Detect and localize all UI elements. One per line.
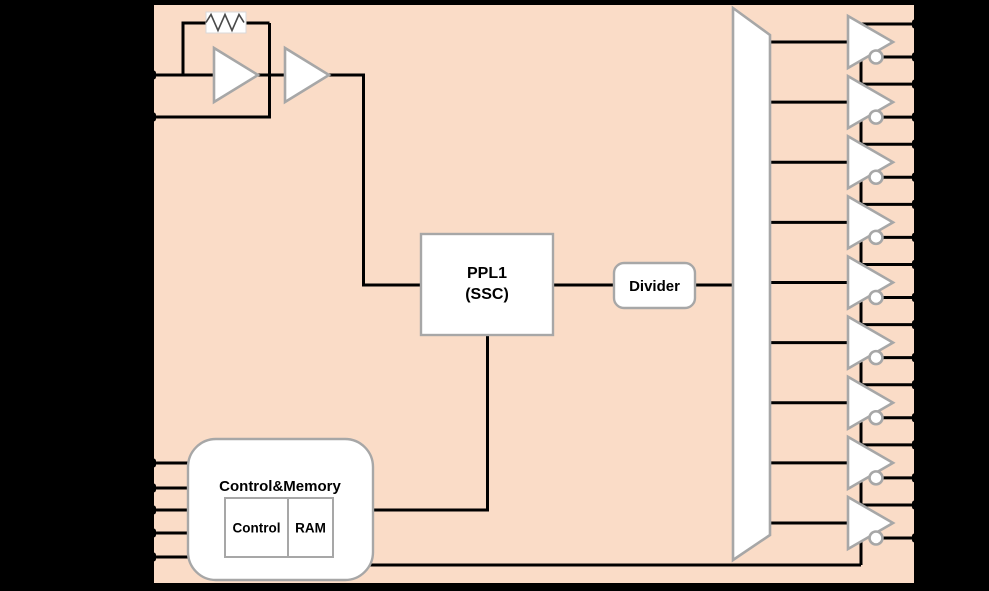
- inverter-bubble-icon: [868, 530, 884, 546]
- output-pin-dot: [912, 500, 921, 510]
- chip-pins: [147, 19, 921, 562]
- inverter-bubble-icon: [868, 409, 884, 426]
- xout-pin-dot: [147, 112, 156, 122]
- inverter-bubble-icon: [868, 109, 884, 125]
- output-pin-dot: [912, 380, 921, 390]
- output-pin-dot: [912, 413, 921, 423]
- amplifier-icon: [212, 45, 261, 105]
- pll-box: [419, 232, 555, 337]
- inverter-bubble-icon: [868, 349, 884, 366]
- output-pin-dot: [912, 232, 921, 242]
- output-pin-dot: [912, 199, 921, 209]
- control-input-pin-dot: [147, 458, 156, 468]
- buffer-wires: [151, 22, 917, 559]
- divider-label: Divider: [629, 278, 680, 295]
- inverter-bubble-icon: [868, 470, 884, 486]
- xin-pin-dot: [147, 70, 156, 80]
- output-pin-dot: [912, 52, 921, 62]
- amplifier-icon: [283, 45, 332, 105]
- control-input-pin-dot: [147, 483, 156, 493]
- output-pin-dot: [912, 440, 921, 450]
- output-pin-dot: [912, 79, 921, 89]
- control-memory-title: Control&Memory: [219, 478, 341, 495]
- output-pin-dot: [912, 353, 921, 363]
- output-pin-dot: [912, 533, 921, 543]
- resistor-icon: [205, 12, 245, 33]
- inverter-bubble-icon: [868, 49, 884, 65]
- output-pin-dot: [912, 112, 921, 122]
- output-pin-dot: [912, 293, 921, 302]
- control-label: Control: [233, 521, 281, 536]
- output-pin-dot: [912, 19, 921, 29]
- divider-box: [612, 261, 697, 310]
- ram-label: RAM: [295, 521, 326, 536]
- control-memory-block: Control&Memory Control RAM: [186, 437, 375, 582]
- ram-box: [287, 497, 334, 558]
- inverter-bubble-icon: [868, 169, 884, 186]
- control-input-pin-dot: [147, 552, 156, 562]
- pll-label-line1: PPL1: [467, 265, 507, 282]
- pll-label-line2: (SSC): [465, 286, 509, 303]
- divider-block: Divider: [612, 261, 697, 310]
- crystal-oscillator: [205, 11, 332, 105]
- inverter-bubble-icon: [868, 229, 884, 246]
- output-buffers: [846, 13, 896, 552]
- output-pin-dot: [912, 260, 921, 269]
- control-input-pin-dot: [147, 505, 156, 515]
- output-pin-dot: [912, 320, 921, 330]
- output-pin-dot: [912, 172, 921, 182]
- osc-to-pll-wire: [326, 73, 422, 287]
- control-to-pll-wire: [360, 335, 489, 512]
- output-pin-dot: [912, 139, 921, 149]
- output-pin-dot: [912, 473, 921, 483]
- mux-icon: [731, 5, 772, 563]
- pll-block: PPL1 (SSC): [419, 232, 555, 337]
- control-input-pin-dot: [147, 528, 156, 538]
- inverter-bubble-icon: [868, 289, 884, 306]
